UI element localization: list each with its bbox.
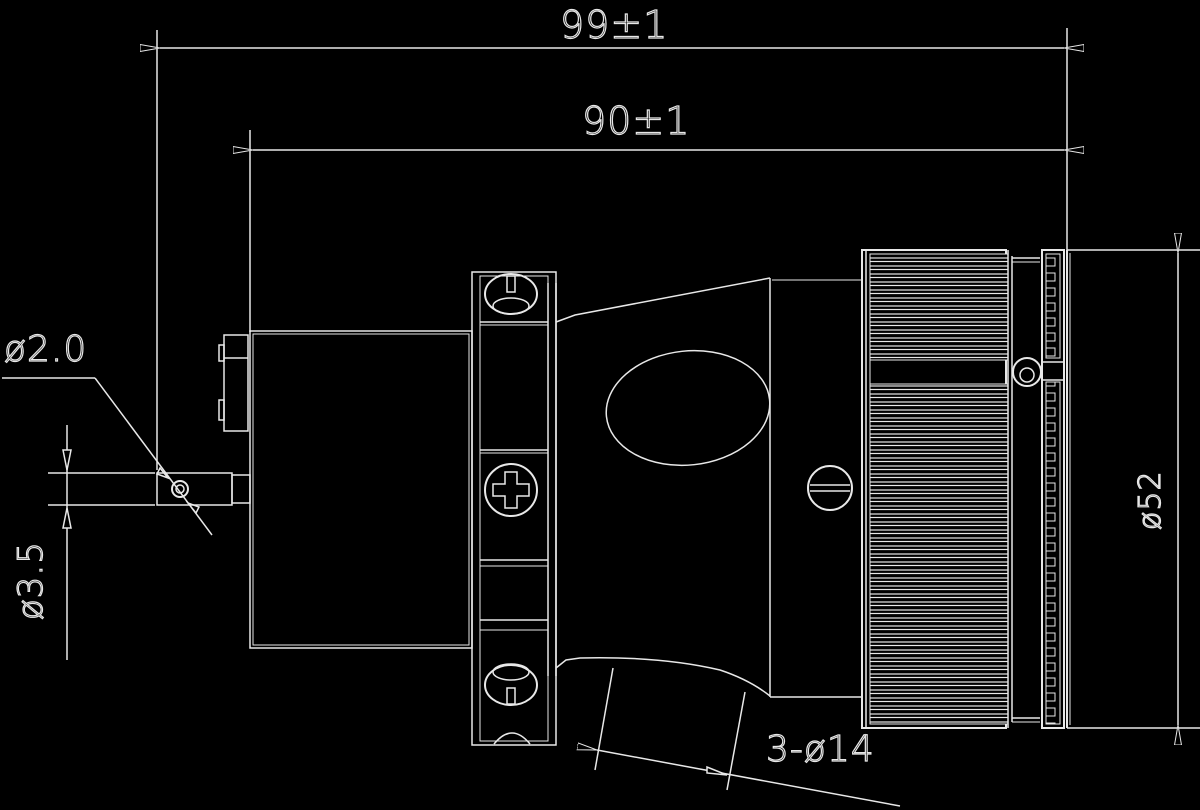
locking-screw — [807, 465, 853, 511]
cable-entry-oval — [605, 349, 771, 467]
dimension-cable-holes — [595, 667, 901, 807]
dimension-label-pin-diameter: ø2.0 — [3, 329, 88, 370]
rear-latch — [218, 334, 249, 432]
clamp-screw-top — [484, 273, 538, 315]
cable-entry-sleeve — [555, 277, 862, 698]
dimension-label-outer-diameter: ø52 — [1132, 470, 1168, 531]
dimension-overall-length — [157, 28, 1067, 470]
dimension-label-pin-width: ø3.5 — [10, 541, 51, 621]
knurled-coupling-nut — [861, 249, 1013, 729]
dimension-pin-width — [48, 425, 155, 660]
ribbed-lock-ring — [1041, 249, 1065, 729]
dimension-body-length — [250, 130, 1064, 332]
dimension-label-body-length: 90±1 — [581, 99, 691, 143]
clamp-screw-middle — [484, 463, 538, 517]
coupling-set-screw — [1012, 357, 1042, 387]
dimension-label-cable-holes: 3-ø14 — [765, 729, 875, 770]
mounting-pin — [156, 472, 251, 506]
coupling-step — [1012, 257, 1040, 723]
clamp-bracket — [471, 271, 557, 746]
dimension-label-overall-length: 99±1 — [559, 3, 669, 47]
rear-body — [249, 330, 473, 649]
dimension-outer-diameter — [1067, 250, 1200, 728]
front-face — [1066, 250, 1071, 728]
clamp-screw-bottom — [484, 663, 538, 706]
dimension-pin-diameter — [2, 377, 213, 536]
